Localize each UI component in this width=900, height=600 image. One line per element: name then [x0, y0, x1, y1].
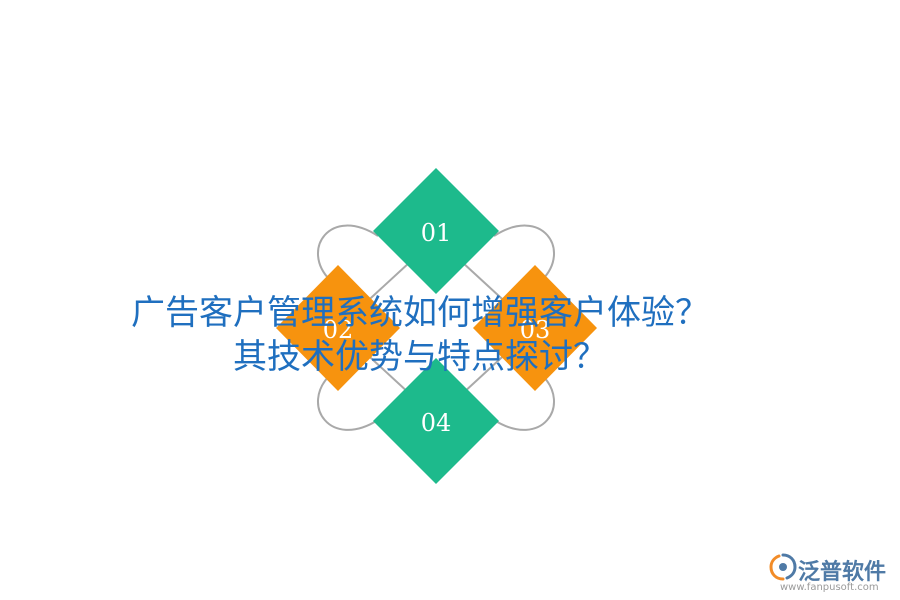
diamond-node-04: 04	[373, 358, 499, 484]
diamond-label-03: 03	[520, 316, 551, 344]
diamond-node-02: 02	[276, 265, 400, 391]
diamond-node-03: 03	[473, 265, 597, 391]
brand-url: www.fanpusoft.com	[780, 582, 879, 593]
brand-name: 泛普软件	[798, 560, 887, 585]
page-title-line-1: 广告客户管理系统如何增强客户体验？	[131, 293, 709, 333]
page-title-line-2: 其技术优势与特点探讨？	[233, 337, 607, 377]
diamond-shape-02	[276, 265, 400, 391]
diamond-node-01: 01	[373, 168, 499, 294]
fanpu-logo-icon	[769, 553, 797, 581]
connector-lines	[317, 224, 555, 431]
diamond-label-02: 02	[323, 316, 354, 344]
diamond-shape-03	[473, 265, 597, 391]
diamond-label-01: 01	[421, 219, 452, 247]
diamond-shape-01	[373, 168, 499, 294]
diamond-shape-04	[373, 358, 499, 484]
brand-watermark: 泛普软件 www.fanpusoft.com	[768, 550, 898, 596]
connector-loop-bottom-left	[317, 355, 379, 431]
diamond-label-04: 04	[421, 409, 452, 437]
connector-loop-top-right	[493, 224, 555, 301]
connector-loop-top-left	[317, 224, 379, 301]
